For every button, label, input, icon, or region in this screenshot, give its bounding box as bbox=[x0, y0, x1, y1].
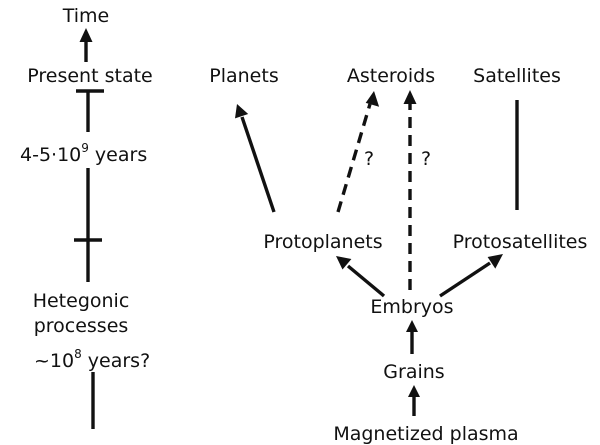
node-asteroids: Asteroids bbox=[347, 65, 435, 87]
time-label: Time bbox=[62, 5, 110, 27]
duration-label: ~108 years? bbox=[34, 347, 150, 372]
edge-protoplanets-planets bbox=[240, 116, 276, 213]
hetegonic-label-line2: processes bbox=[34, 315, 129, 337]
arrowhead-asteroids-left bbox=[365, 91, 380, 107]
edge-embryos-protosatellites bbox=[439, 261, 491, 298]
time-arrowhead bbox=[79, 28, 93, 42]
age-unit: years bbox=[89, 144, 147, 166]
arrowhead-planets bbox=[235, 104, 249, 119]
edge-embryos-protoplanets bbox=[346, 264, 386, 298]
node-grains: Grains bbox=[383, 361, 444, 383]
node-planets: Planets bbox=[209, 65, 278, 87]
duration-exponent: 8 bbox=[74, 347, 82, 361]
node-embryos: Embryos bbox=[370, 296, 453, 318]
arrowhead-embryos bbox=[406, 320, 418, 332]
present-state-label: Present state bbox=[27, 65, 152, 87]
node-satellites: Satellites bbox=[473, 65, 561, 87]
age-value: 4-5·10 bbox=[20, 144, 81, 166]
age-exponent: 9 bbox=[81, 141, 89, 155]
arrowhead-protosatellites bbox=[487, 254, 503, 269]
node-magnetized-plasma: Magnetized plasma bbox=[333, 423, 518, 445]
hetegonic-label-line1: Hetegonic bbox=[33, 290, 130, 312]
arrowhead-grains bbox=[408, 385, 420, 397]
arrowhead-asteroids-right bbox=[403, 90, 417, 104]
uncertain-mark-1: ? bbox=[364, 148, 374, 170]
duration-unit: years? bbox=[82, 350, 150, 372]
uncertain-mark-2: ? bbox=[421, 148, 431, 170]
node-protosatellites: Protosatellites bbox=[453, 231, 588, 253]
node-protoplanets: Protoplanets bbox=[263, 231, 382, 253]
arrowhead-protoplanets bbox=[336, 256, 352, 270]
age-label: 4-5·109 years bbox=[20, 141, 147, 166]
duration-value: ~10 bbox=[34, 350, 74, 372]
edge-protoplanets-asteroids bbox=[336, 103, 372, 213]
